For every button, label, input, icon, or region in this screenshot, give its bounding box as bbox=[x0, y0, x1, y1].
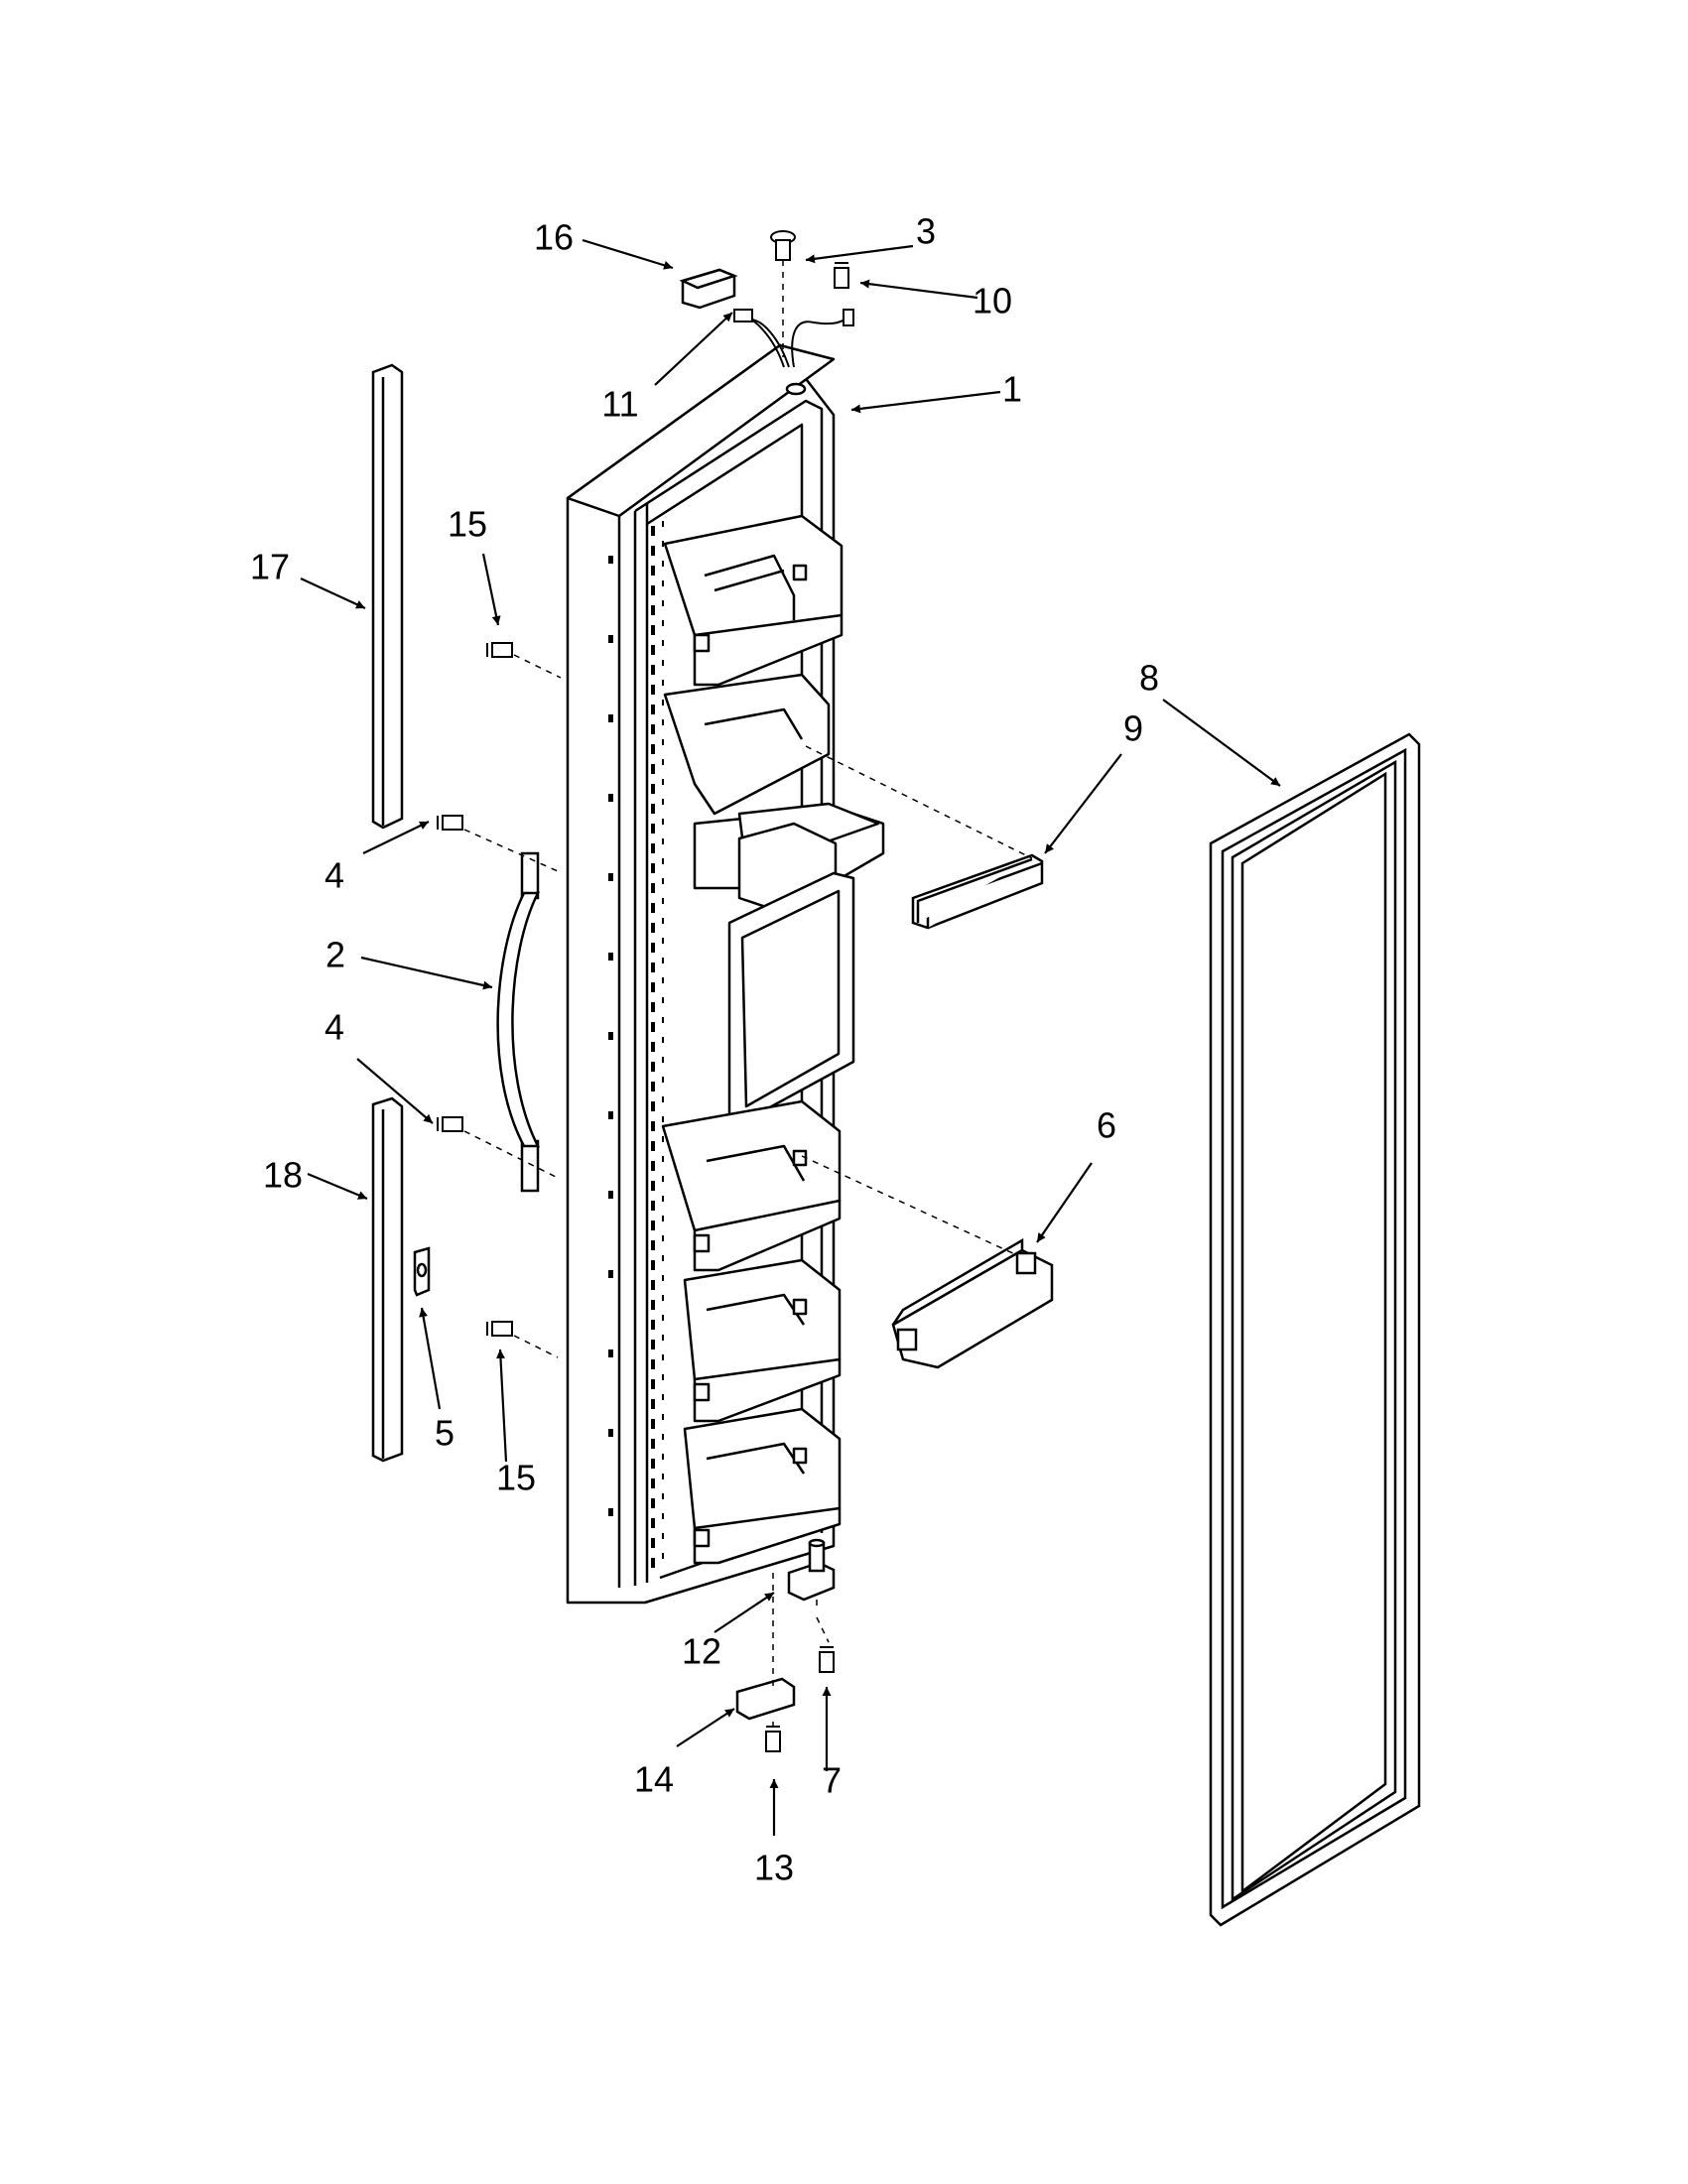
door-gasket-part bbox=[1209, 732, 1421, 1927]
door-trim-lower-part bbox=[371, 1096, 404, 1463]
hinge-12-part bbox=[787, 1538, 836, 1602]
screw-4-lower bbox=[437, 1116, 463, 1132]
callout-1: 1 bbox=[1002, 369, 1022, 410]
shelf-trim-part bbox=[911, 853, 1044, 930]
callout-15-upper: 15 bbox=[448, 504, 487, 545]
callout-13: 13 bbox=[754, 1848, 794, 1888]
callout-labels: 1 2 3 4 4 5 6 7 8 9 10 11 12 13 14 15 15… bbox=[250, 211, 1159, 1888]
screw-13 bbox=[765, 1726, 781, 1752]
callout-14: 14 bbox=[634, 1759, 674, 1800]
freezer-door-part bbox=[566, 343, 885, 1605]
wire-harness-part bbox=[733, 309, 854, 368]
door-screw-holes bbox=[608, 556, 613, 1516]
door-bin-part bbox=[891, 1237, 1054, 1369]
callout-18: 18 bbox=[263, 1155, 303, 1196]
callout-11: 11 bbox=[601, 384, 638, 425]
callout-4-lower: 4 bbox=[325, 1007, 344, 1048]
screw-4-upper bbox=[437, 815, 463, 831]
callout-4-upper: 4 bbox=[325, 855, 344, 896]
callout-2: 2 bbox=[325, 935, 345, 975]
door-handle-part bbox=[496, 851, 541, 1193]
connector-16-part bbox=[679, 268, 738, 310]
callout-15-lower: 15 bbox=[496, 1458, 536, 1498]
screw-15-upper bbox=[486, 642, 513, 658]
leader-arrows bbox=[300, 238, 1281, 1836]
alignment-lines bbox=[463, 260, 1033, 1727]
callout-3: 3 bbox=[916, 211, 936, 252]
hinge-14-part bbox=[735, 1677, 796, 1721]
callout-10: 10 bbox=[973, 281, 1012, 321]
callout-6: 6 bbox=[1097, 1105, 1116, 1146]
callout-17: 17 bbox=[250, 547, 290, 587]
callout-16: 16 bbox=[534, 217, 574, 258]
plug-3 bbox=[770, 230, 796, 261]
door-trim-upper-part bbox=[371, 363, 404, 830]
screw-15-lower bbox=[486, 1321, 513, 1337]
callout-9: 9 bbox=[1123, 708, 1143, 749]
screw-10 bbox=[834, 262, 849, 289]
callout-8: 8 bbox=[1139, 658, 1159, 699]
clip-5-part bbox=[413, 1246, 431, 1297]
callout-5: 5 bbox=[435, 1413, 454, 1454]
callout-7: 7 bbox=[822, 1760, 842, 1801]
callout-12: 12 bbox=[682, 1631, 721, 1672]
screw-7 bbox=[819, 1646, 835, 1673]
